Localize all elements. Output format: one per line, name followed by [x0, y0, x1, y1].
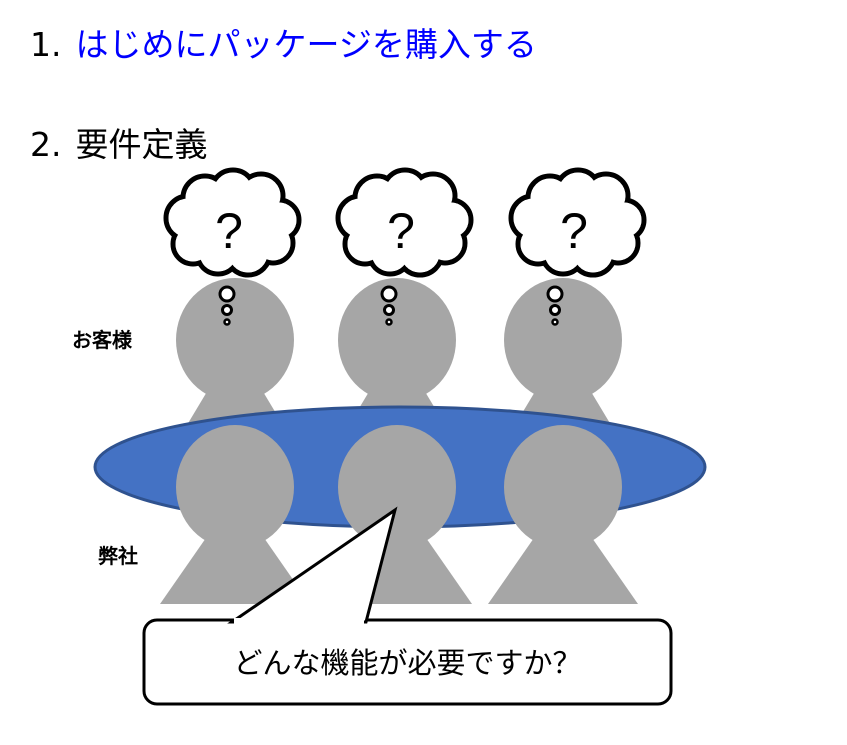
thought-clouds: ??? [163, 167, 647, 326]
thought-cloud: ? [508, 167, 647, 326]
our-company-label: 弊社 [98, 544, 138, 568]
thought-bubble-dot [380, 285, 398, 303]
callout-text: どんな機能が必要ですか？ [233, 646, 582, 680]
heading-2: 2. 要件定義 [30, 118, 208, 166]
heading-number: 1. [30, 25, 62, 64]
thought-bubble-dot [218, 285, 236, 303]
person-silhouette [488, 425, 638, 604]
question-mark: ? [215, 203, 243, 259]
thought-bubble-dot [549, 304, 561, 316]
thought-cloud: ? [335, 167, 474, 326]
heading-text: 要件定義 [75, 125, 208, 164]
question-mark: ? [560, 203, 588, 259]
question-mark: ? [387, 203, 415, 259]
heading-number: 2. [30, 125, 62, 164]
heading-1: 1. はじめにパッケージを購入する [30, 18, 537, 66]
thought-bubble-dot [546, 285, 564, 303]
thought-bubble-dot [551, 318, 559, 326]
speech-callout [142, 506, 673, 706]
heading-link-text[interactable]: はじめにパッケージを購入する [75, 25, 537, 64]
thought-cloud: ? [163, 167, 302, 326]
thought-bubble-dot [221, 304, 233, 316]
thought-bubble-dot [385, 318, 393, 326]
staff-people [160, 425, 638, 604]
thought-bubble-dot [383, 304, 395, 316]
thought-bubble-dot [223, 318, 231, 326]
person-silhouette [160, 425, 310, 604]
customers-label: お客様 [72, 328, 132, 352]
